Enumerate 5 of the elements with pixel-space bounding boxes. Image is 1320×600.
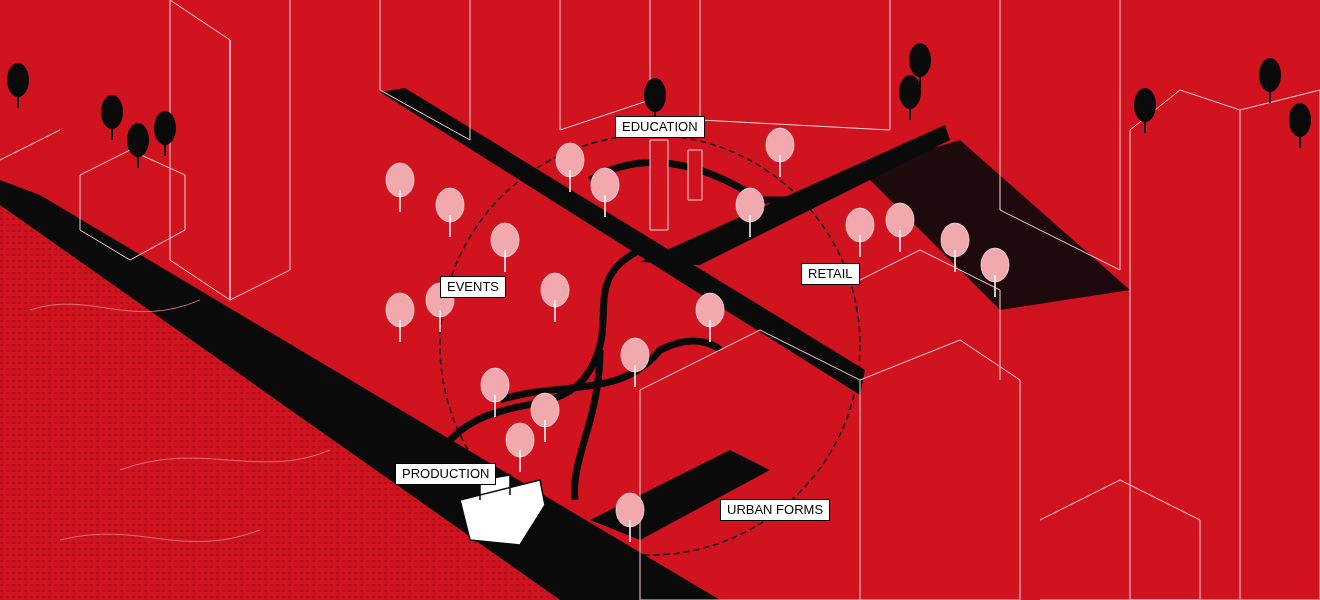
label-box: PRODUCTION [395, 463, 497, 485]
label-box: RETAIL [801, 263, 860, 285]
label-box: EDUCATION [615, 116, 705, 138]
label-box: EVENTS [440, 276, 506, 298]
label-box: URBAN FORMS [720, 499, 831, 521]
